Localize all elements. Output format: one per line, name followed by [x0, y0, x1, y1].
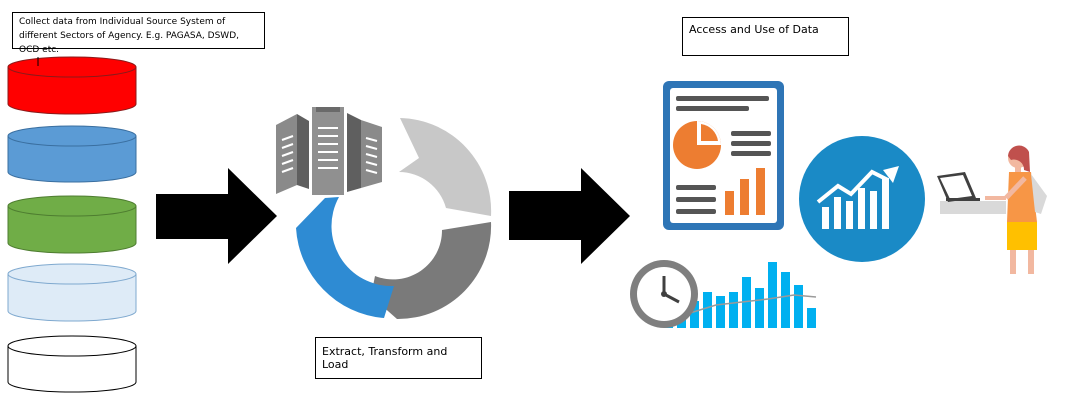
cycle-icon — [296, 118, 492, 320]
collect-label-text: Collect data from Individual Source Syst… — [19, 17, 239, 55]
clock-icon — [630, 260, 698, 328]
database-icon-white — [7, 335, 137, 393]
etl-label-box: Extract, Transform and Load — [315, 337, 482, 379]
person-laptop-icon — [937, 145, 1047, 274]
database-icon-green — [7, 195, 137, 254]
access-label-box: Access and Use of Data — [682, 17, 849, 56]
report-icon — [663, 81, 784, 230]
server-icon — [276, 107, 382, 195]
growth-chart-icon — [799, 136, 925, 262]
arrow-right-icon-2 — [509, 168, 630, 264]
database-icon-blue — [7, 125, 137, 183]
etl-label-text: Extract, Transform and Load — [322, 345, 448, 371]
database-icon-lightblue — [7, 263, 137, 322]
database-icon-red — [7, 56, 137, 115]
collect-label-box: Collect data from Individual Source Syst… — [12, 12, 265, 55]
arrow-right-icon-1 — [156, 168, 277, 264]
bar-chart-icon — [663, 262, 817, 328]
access-label-text: Access and Use of Data — [689, 23, 819, 36]
